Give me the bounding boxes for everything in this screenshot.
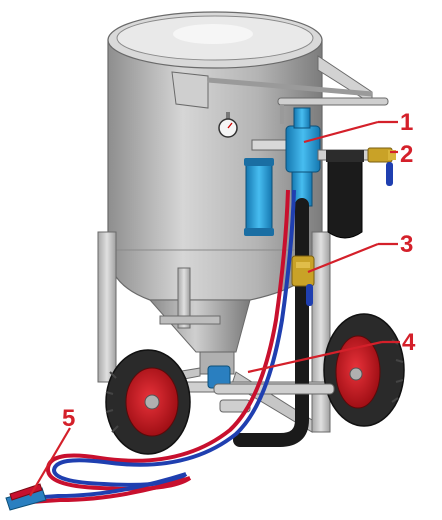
remote-control-valve bbox=[251, 107, 321, 207]
water-separator bbox=[317, 147, 396, 239]
leader-3 bbox=[307, 242, 379, 274]
callout-5: 5 bbox=[62, 405, 75, 432]
control-hoses bbox=[29, 189, 296, 504]
pressure-tank bbox=[107, 11, 323, 301]
leader-4 bbox=[247, 340, 383, 374]
push-handle bbox=[171, 55, 389, 124]
callout-4: 4 bbox=[402, 329, 416, 356]
callout-3: 3 bbox=[400, 231, 413, 258]
deadman-handle-icon bbox=[5, 483, 47, 511]
pressure-gauge-icon bbox=[218, 112, 238, 138]
callout-leaders bbox=[29, 120, 400, 497]
leader-5 bbox=[29, 427, 71, 497]
wheel-left bbox=[105, 349, 191, 455]
blue-filter bbox=[244, 158, 274, 236]
callout-1: 1 bbox=[400, 109, 413, 136]
mixing-valve bbox=[207, 365, 335, 413]
wheel-right bbox=[323, 313, 405, 427]
callout-2: 2 bbox=[400, 141, 413, 168]
grit-hose bbox=[233, 198, 309, 447]
metering-valve bbox=[291, 255, 315, 306]
leader-1 bbox=[303, 120, 379, 144]
